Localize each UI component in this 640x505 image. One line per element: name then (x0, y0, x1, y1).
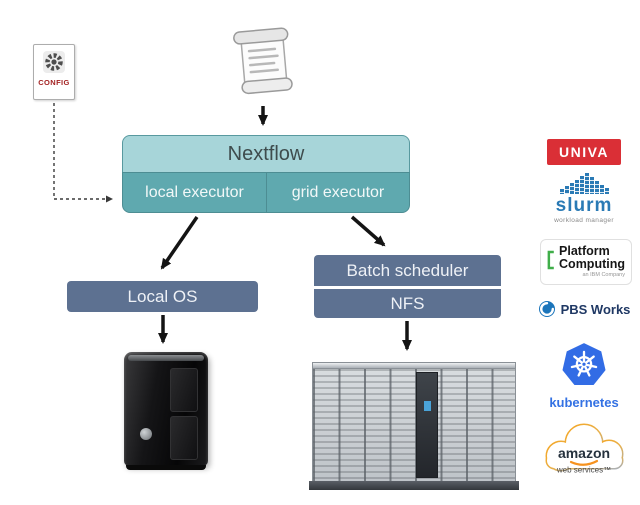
cluster-display-panel (424, 401, 431, 411)
workstation-logo-badge (140, 428, 152, 440)
platform-line2: Computing (559, 257, 625, 272)
cluster-control-door (416, 372, 438, 478)
config-label: CONFIG (38, 78, 70, 87)
grid-executor-box: grid executor (266, 172, 410, 213)
aws-smile-icon (569, 459, 599, 466)
pbs-swirl-icon (538, 301, 555, 317)
nfs-label: NFS (390, 293, 425, 313)
grid-executor-label: grid executor (291, 183, 385, 201)
univa-label: UNIVA (558, 144, 610, 160)
nextflow-box: Nextflow (122, 135, 410, 173)
arrow-grid-executor-to-batch-scheduler (350, 215, 386, 247)
workstation-top-vent (128, 355, 204, 361)
kubernetes-logo: kubernetes (544, 342, 624, 410)
config-page: CONFIG (33, 44, 75, 100)
local-executor-label: local executor (145, 183, 244, 201)
slurm-bar (594, 181, 599, 194)
aws-logo: amazon web services™ (534, 420, 634, 483)
cluster-racks (312, 368, 516, 482)
kubernetes-icon (562, 343, 606, 386)
slurm-icon (544, 171, 624, 194)
slurm-bar (589, 177, 594, 194)
aws-tagline-label: web services™ (556, 466, 611, 475)
kubernetes-label: kubernetes (549, 395, 619, 410)
slurm-bar (574, 180, 579, 194)
pbs-works-label: PBS Works (560, 301, 631, 317)
gear-icon (43, 51, 65, 73)
univa-logo: UNIVA (547, 139, 621, 165)
local-os-box: Local OS (67, 281, 258, 312)
platform-text: Platform Computing an IBM Company (559, 244, 626, 279)
slurm-tagline: workload manager (554, 216, 614, 224)
arrow-local-executor-to-local-os (160, 216, 199, 270)
slurm-logo: slurm workload manager (544, 171, 624, 224)
workstation-base (126, 465, 206, 470)
slurm-bar (604, 188, 609, 194)
platform-tagline: an IBM Company (582, 272, 626, 279)
slurm-bar (564, 186, 569, 194)
slurm-bar (599, 185, 604, 194)
platform-bracket-icon (547, 250, 554, 270)
nfs-box: NFS (314, 287, 501, 318)
local-os-label: Local OS (127, 286, 198, 306)
aws-name-label: amazon (558, 445, 610, 461)
workstation-drive-bay (170, 368, 198, 412)
workstation-drive-bay (170, 416, 198, 460)
slurm-label: slurm (555, 195, 613, 216)
slurm-bar (559, 189, 564, 194)
server-cluster-image (309, 362, 519, 490)
slurm-bar (584, 173, 589, 194)
batch-scheduler-label: Batch scheduler (346, 260, 469, 280)
script-icon (226, 22, 300, 107)
local-executor-box: local executor (122, 172, 267, 213)
platform-computing-logo: Platform Computing an IBM Company (540, 239, 632, 286)
slurm-bar (569, 183, 574, 194)
config-file-icon: CONFIG (33, 44, 75, 100)
platform-line1: Platform (559, 244, 610, 258)
batch-scheduler-box: Batch scheduler (314, 255, 501, 286)
slurm-bar (579, 176, 584, 194)
pbs-works-logo: PBS Works (536, 300, 632, 318)
cluster-base (309, 481, 519, 490)
arrow-config-to-local-executor (53, 103, 113, 203)
nextflow-label: Nextflow (227, 142, 305, 165)
workstation-image (124, 352, 208, 470)
